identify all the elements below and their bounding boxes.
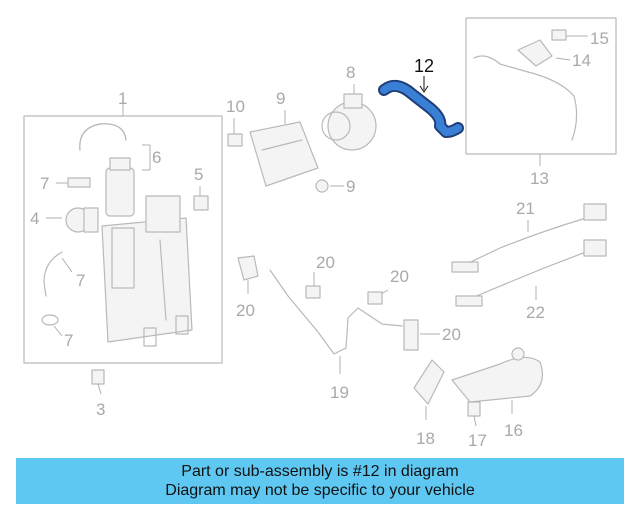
callout-22: 20 (236, 301, 255, 320)
callout-20b: 20 (390, 267, 409, 286)
callout-19: 19 (330, 383, 349, 402)
canister-assembly-group: 1 6 7 4 5 7 7 (23, 89, 223, 419)
callout-9: 9 (346, 177, 355, 196)
callout-7a: 7 (76, 271, 85, 290)
callout-6: 7 (40, 174, 49, 193)
callout-23: 21 (516, 199, 535, 218)
callout-11: 10 (226, 97, 245, 116)
callout-12: 12 (414, 56, 434, 76)
callout-14: 14 (572, 51, 591, 70)
callout-2: 3 (96, 400, 105, 419)
callout-5: 6 (152, 148, 161, 167)
callout-10: 9 (276, 89, 285, 108)
banner-line-1: Part or sub-assembly is #12 in diagram (181, 463, 459, 480)
callout-15: 15 (590, 29, 609, 48)
callout-18: 18 (416, 429, 435, 448)
callout-21: 20 (442, 325, 461, 344)
callout-20a: 20 (316, 253, 335, 272)
bracket-group: 10 9 8 9 (226, 63, 377, 196)
hose-assembly-group-13: 13 14 15 (465, 17, 617, 188)
callout-24: 22 (526, 303, 545, 322)
egr-group: 18 16 17 (413, 347, 543, 450)
sensor-group: 21 22 (451, 199, 607, 322)
callout-1: 1 (118, 89, 127, 108)
callout-3: 4 (30, 209, 39, 228)
banner-line-2: Diagram may not be specific to your vehi… (165, 482, 475, 499)
callout-13: 13 (530, 169, 549, 188)
info-banner: Part or sub-assembly is #12 in diagram D… (16, 458, 624, 504)
callout-8: 8 (346, 63, 355, 82)
callout-16: 16 (504, 421, 523, 440)
highlighted-hose-12: 12 (378, 56, 464, 138)
callout-7b: 7 (64, 331, 73, 350)
callout-17: 17 (468, 431, 487, 450)
callout-4: 5 (194, 165, 203, 184)
pipe-group: 20 19 20 20 20 (236, 253, 461, 402)
